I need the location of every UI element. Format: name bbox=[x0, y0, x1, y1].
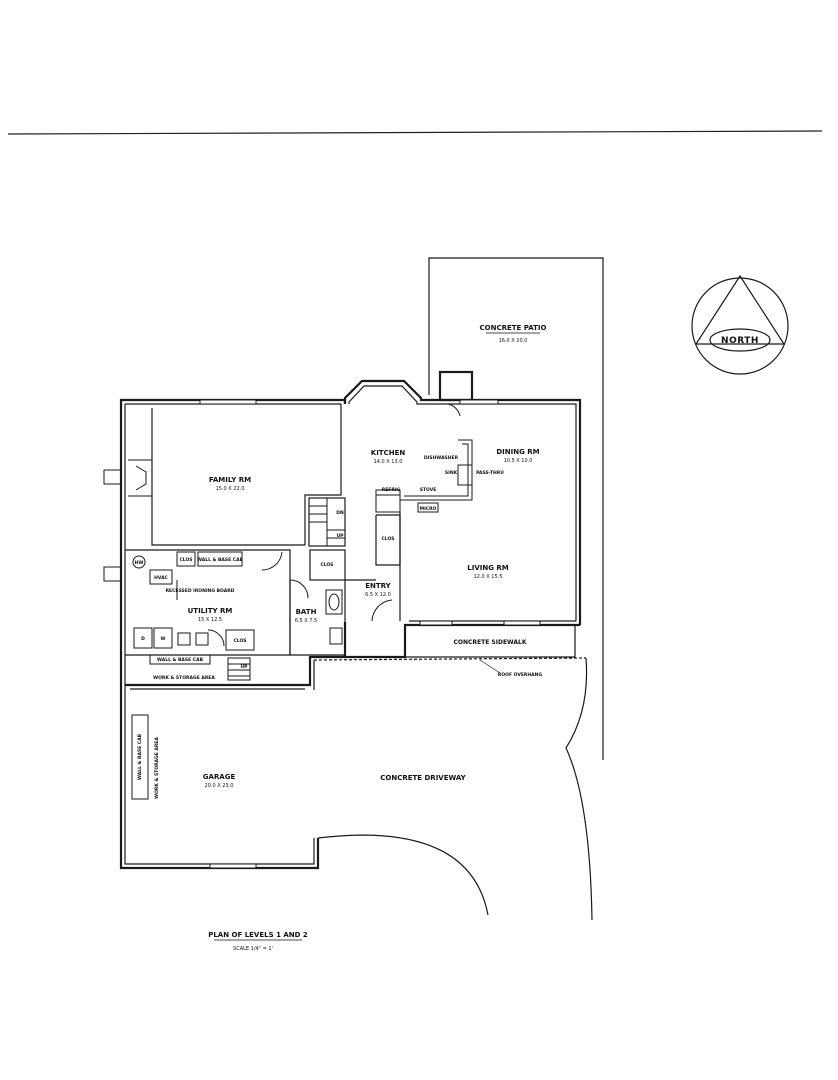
micro-label: MICRO bbox=[420, 506, 437, 512]
family-room-label: FAMILY RM bbox=[209, 476, 251, 484]
garage-label: GARAGE bbox=[203, 773, 236, 781]
garage: WALL & BASE CAB WORK & STORAGE AREA GARA… bbox=[131, 714, 257, 869]
family-room: FAMILY RM 15.0 X 22.0 bbox=[103, 399, 342, 582]
concrete-patio: CONCRETE PATIO 16.0 X 20.0 bbox=[428, 257, 604, 760]
stair-closet-label: CLOS bbox=[320, 562, 333, 568]
utility-room-label: UTILITY RM bbox=[188, 607, 233, 615]
dishwasher-label: DISHWASHER bbox=[424, 455, 459, 461]
compass-badge bbox=[709, 328, 771, 352]
kitchen-closet-label: CLOS bbox=[381, 536, 394, 542]
living-room-dim: 12.0 X 15.5 bbox=[474, 574, 503, 580]
recessed-board-label: RECESSED IRONING BOARD bbox=[166, 588, 235, 594]
hw-label: HW bbox=[135, 560, 144, 566]
pass-thru-label: PASS-THRU bbox=[476, 470, 504, 476]
patio-label: CONCRETE PATIO bbox=[480, 324, 547, 332]
top-rule bbox=[7, 130, 823, 135]
wall-base-lower-label: WALL & BASE CAB bbox=[157, 657, 204, 663]
family-room-dim: 15.0 X 22.0 bbox=[216, 486, 245, 492]
plan-scale: SCALE 1/4" = 1' bbox=[233, 946, 273, 952]
sink-label: SINK bbox=[445, 470, 458, 476]
utility-closet-label: CLOS bbox=[179, 557, 192, 563]
plan-title: PLAN OF LEVELS 1 AND 2 bbox=[208, 931, 308, 939]
entry-label: ENTRY bbox=[365, 582, 391, 590]
dining-room-label: DINING RM bbox=[496, 448, 539, 456]
garage-dim: 20.0 X 23.0 bbox=[205, 783, 234, 789]
wall-base-utility-label: WALL & BASE CAB bbox=[197, 557, 244, 563]
compass-north-label: NORTH bbox=[721, 336, 759, 346]
entry-bath: BATH 6.5 X 7.5 ENTRY 6.5 X 12.0 bbox=[289, 579, 393, 657]
compass-circle bbox=[691, 277, 789, 375]
dryer-label: D bbox=[141, 636, 145, 642]
living-room-label: LIVING RM bbox=[467, 564, 509, 572]
stove-label: STOVE bbox=[420, 487, 437, 493]
roof-overhang-label: ROOF OVERHANG bbox=[498, 672, 542, 678]
utility-room-dim: 15 X 12.5 bbox=[198, 617, 222, 623]
kitchen-dim: 14.0 X 13.0 bbox=[374, 459, 403, 465]
lower-closet-label: CLOS bbox=[233, 638, 246, 644]
refrig-label: REFRIG bbox=[382, 487, 401, 493]
stairs: DN UP CLOS bbox=[308, 497, 346, 581]
compass-triangle bbox=[694, 274, 786, 345]
sidewalk-label: CONCRETE SIDEWALK bbox=[453, 639, 526, 646]
north-compass: NORTH bbox=[691, 274, 789, 375]
title-block: PLAN OF LEVELS 1 AND 2 SCALE 1/4" = 1' bbox=[208, 931, 308, 952]
washer-label: W bbox=[161, 636, 166, 642]
work-storage-top-label: WORK & STORAGE AREA bbox=[153, 675, 215, 681]
utility-room: HW HVAC CLOS WALL & BASE CAB RECESSED IR… bbox=[125, 549, 291, 681]
kitchen-area: CLOS KITCHEN 14.0 X 13.0 DISHWASHER SINK… bbox=[371, 399, 541, 626]
concrete-driveway: CONCRETE DRIVEWAY bbox=[317, 657, 593, 921]
bath-label: BATH bbox=[296, 608, 317, 616]
dining-room-dim: 10.5 X 10.0 bbox=[504, 458, 533, 464]
wall-base-side-label: WALL & BASE CAB bbox=[137, 733, 143, 780]
stair-up-label: UP bbox=[337, 533, 345, 539]
work-storage-side-label: WORK & STORAGE AREA bbox=[154, 737, 160, 799]
driveway-label: CONCRETE DRIVEWAY bbox=[380, 774, 466, 782]
stair-down-label: DN bbox=[336, 510, 344, 516]
entry-dim: 6.5 X 12.0 bbox=[365, 592, 391, 598]
lower-stair-up-label: UP bbox=[241, 664, 249, 670]
kitchen-label: KITCHEN bbox=[371, 449, 406, 457]
patio-dim: 16.0 X 20.0 bbox=[499, 338, 528, 344]
bath-dim: 6.5 X 7.5 bbox=[295, 618, 318, 624]
house-outline: CONCRETE SIDEWALK ROOF OVERHANG bbox=[119, 370, 587, 870]
hvac-label: HVAC bbox=[154, 575, 168, 581]
